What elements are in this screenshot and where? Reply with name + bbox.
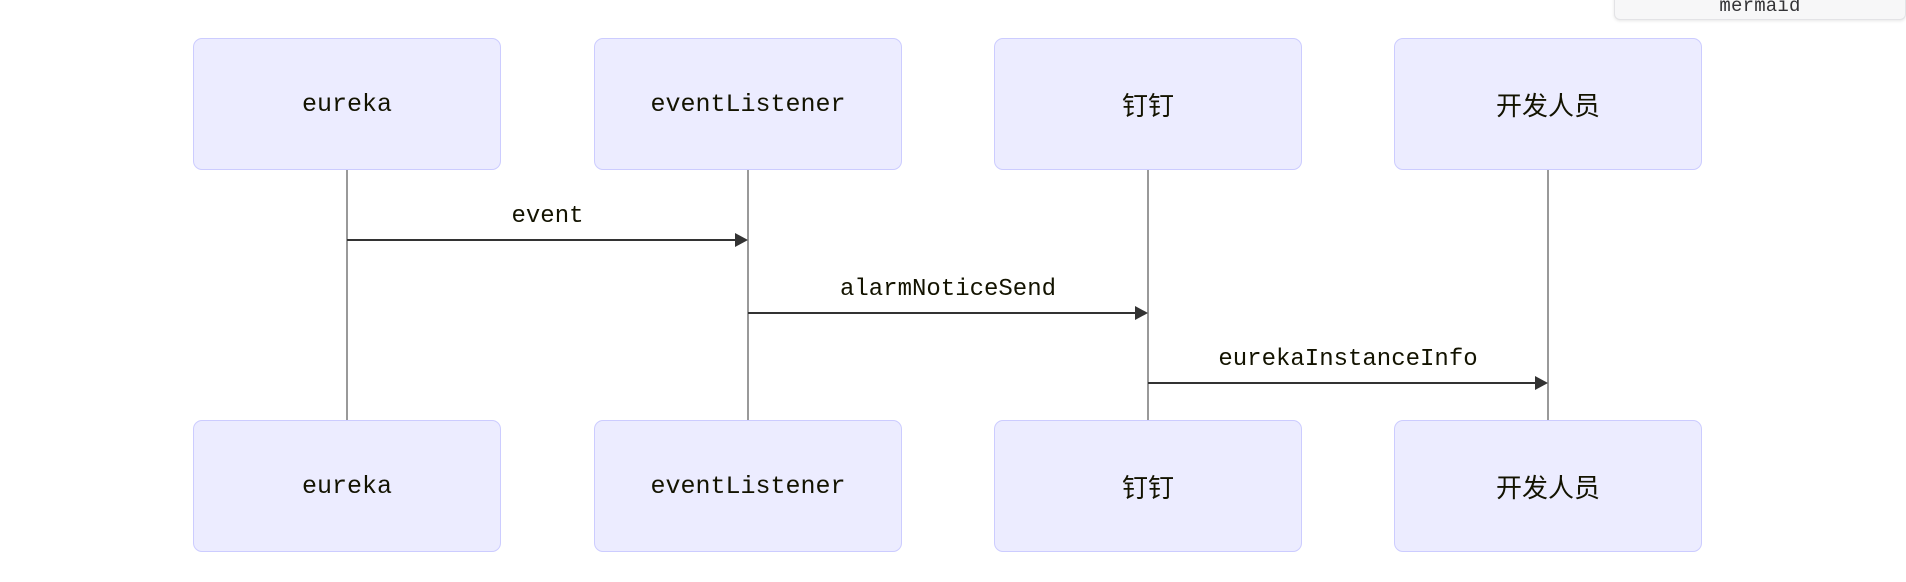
actor-box-bottom-eureka[interactable]: eureka bbox=[193, 420, 501, 552]
message-arrowhead-alarmnoticesend bbox=[1135, 306, 1148, 320]
mermaid-badge: mermaid bbox=[1614, 0, 1906, 20]
message-line-eurekainstanceinfo bbox=[1148, 382, 1537, 384]
actor-box-top-eureka[interactable]: eureka bbox=[193, 38, 501, 170]
lifeline-eureka bbox=[346, 170, 348, 420]
lifeline-dingding bbox=[1147, 170, 1149, 420]
actor-box-top-eventlistener[interactable]: eventListener bbox=[594, 38, 902, 170]
actor-box-top-developer[interactable]: 开发人员 bbox=[1394, 38, 1702, 170]
actor-label-eureka-bottom: eureka bbox=[301, 471, 392, 501]
message-arrowhead-event bbox=[735, 233, 748, 247]
message-arrowhead-eurekainstanceinfo bbox=[1535, 376, 1548, 390]
message-text-alarmnoticesend: alarmNoticeSend bbox=[839, 276, 1057, 303]
actor-label-dingding-top: 钉钉 bbox=[1121, 91, 1174, 122]
message-line-event bbox=[347, 239, 737, 241]
message-line-alarmnoticesend bbox=[748, 312, 1137, 314]
message-label-event: event bbox=[347, 203, 748, 230]
message-text-event: event bbox=[511, 203, 584, 230]
actor-label-developer-bottom: 开发人员 bbox=[1495, 473, 1600, 504]
actor-label-eureka-top: eureka bbox=[301, 89, 392, 119]
message-text-eurekainstanceinfo: eurekaInstanceInfo bbox=[1218, 346, 1478, 373]
actor-box-bottom-eventlistener[interactable]: eventListener bbox=[594, 420, 902, 552]
actor-box-top-dingding[interactable]: 钉钉 bbox=[994, 38, 1302, 170]
actor-label-developer-top: 开发人员 bbox=[1495, 91, 1600, 122]
message-label-eurekainstanceinfo: eurekaInstanceInfo bbox=[1148, 346, 1548, 373]
message-label-alarmnoticesend: alarmNoticeSend bbox=[748, 276, 1148, 303]
lifeline-developer bbox=[1547, 170, 1549, 420]
actor-label-eventlistener-bottom: eventListener bbox=[650, 471, 846, 501]
lifeline-eventlistener bbox=[747, 170, 749, 420]
mermaid-badge-label: mermaid bbox=[1719, 0, 1801, 17]
actor-label-eventlistener-top: eventListener bbox=[650, 89, 846, 119]
actor-label-dingding-bottom: 钉钉 bbox=[1121, 473, 1174, 504]
actor-box-bottom-dingding[interactable]: 钉钉 bbox=[994, 420, 1302, 552]
actor-box-bottom-developer[interactable]: 开发人员 bbox=[1394, 420, 1702, 552]
